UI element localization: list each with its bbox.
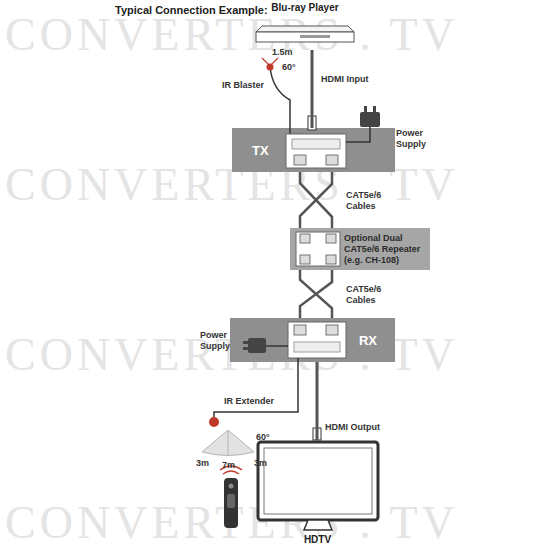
adapter-pin bbox=[373, 106, 376, 112]
ir-receiver bbox=[209, 417, 219, 427]
hdmi-cable bbox=[311, 50, 314, 128]
cable-label: CAT5e/6 Cables bbox=[345, 190, 393, 212]
source-device: Blu-ray Player bbox=[250, 2, 360, 50]
remote-keypad bbox=[227, 494, 235, 508]
cable-label: HDMI Input bbox=[320, 74, 382, 85]
part-label: IR Blaster bbox=[222, 80, 282, 91]
receiver-box: RX bbox=[230, 318, 395, 362]
part-label: IR Extender bbox=[224, 396, 294, 407]
display-device: HDTV bbox=[250, 440, 385, 546]
part-label: Power Supply bbox=[396, 128, 436, 150]
rj45-port bbox=[326, 234, 336, 243]
disc-tray bbox=[300, 35, 330, 38]
node-label: TX bbox=[252, 143, 269, 158]
tx-band bbox=[232, 128, 395, 172]
tv-stand bbox=[304, 520, 332, 530]
tx-device bbox=[286, 134, 346, 168]
watermark: CONVERTERS . TV bbox=[5, 12, 459, 58]
ir-blaster-wire bbox=[270, 66, 290, 134]
diagram-title: Typical Connection Example: bbox=[115, 4, 268, 16]
player-top bbox=[256, 26, 354, 32]
part-label: Power Supply bbox=[200, 330, 240, 352]
distance-label: 7m bbox=[222, 460, 242, 471]
rj45-port bbox=[326, 255, 336, 264]
distance-label: 1.5m bbox=[272, 47, 302, 58]
player-front bbox=[256, 32, 354, 42]
ir-range-fan bbox=[202, 430, 254, 456]
distance-label: 3m bbox=[254, 458, 274, 469]
rx-panel bbox=[294, 342, 340, 352]
cable-label: CAT5e/6 Cables bbox=[345, 284, 393, 306]
node-label: RX bbox=[359, 333, 377, 348]
ir-blaster-head bbox=[267, 64, 274, 71]
repeater-band bbox=[290, 228, 430, 270]
rx-band bbox=[230, 318, 395, 362]
angle-label: 60° bbox=[282, 62, 306, 73]
node-label: Blu-ray Player bbox=[271, 2, 338, 14]
node-label: HDTV bbox=[304, 534, 331, 546]
cable-label: HDMI Output bbox=[324, 422, 396, 433]
transmitter-box: TX bbox=[232, 128, 395, 172]
power-adapter bbox=[248, 338, 266, 353]
adapter-pin bbox=[364, 106, 367, 112]
remote-control bbox=[224, 478, 238, 528]
ir-range-axis bbox=[228, 430, 229, 455]
distance-label: 3m bbox=[196, 458, 216, 469]
repeater-box: Optional Dual CAT5e/6 Repeater (e.g. CH-… bbox=[290, 228, 430, 270]
rj45-port bbox=[326, 325, 338, 335]
tv-panel bbox=[264, 448, 372, 514]
cat-cable bbox=[300, 270, 332, 318]
adapter-pin bbox=[243, 347, 248, 350]
adapter-pin bbox=[243, 341, 248, 344]
tv-screen bbox=[258, 442, 378, 520]
power-wire bbox=[266, 345, 288, 347]
remote-button bbox=[229, 484, 234, 489]
tx-panel bbox=[292, 139, 340, 149]
power-wire bbox=[346, 127, 370, 142]
angle-label: 60° bbox=[256, 432, 280, 443]
rj45-port bbox=[300, 234, 310, 243]
node-label: Optional Dual CAT5e/6 Repeater (e.g. CH-… bbox=[344, 233, 427, 266]
rj45-port bbox=[294, 325, 306, 335]
repeater-device bbox=[296, 232, 340, 266]
power-adapter bbox=[360, 112, 380, 127]
rj45-port bbox=[326, 155, 338, 165]
hdmi-cable bbox=[316, 362, 319, 440]
rj45-port bbox=[294, 155, 306, 165]
ir-wave bbox=[223, 471, 239, 474]
rx-device bbox=[288, 322, 346, 358]
cat-cable bbox=[300, 270, 332, 318]
rj45-port bbox=[300, 255, 310, 264]
